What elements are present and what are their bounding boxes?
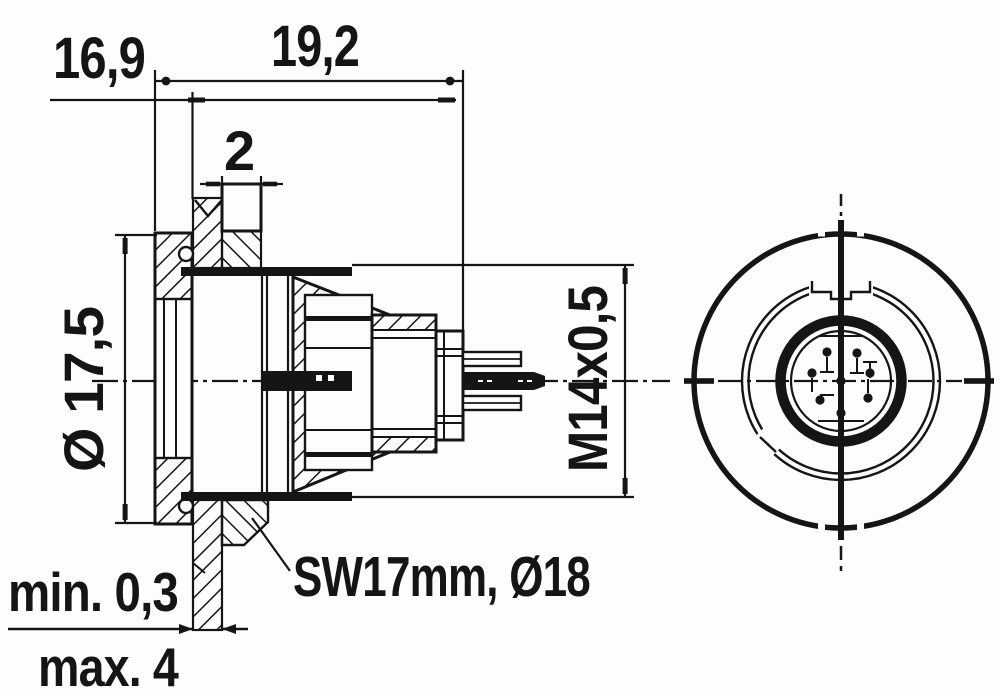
section-view	[8, 70, 670, 634]
dimension-thread	[352, 263, 634, 499]
label-front-length: 16,9	[53, 26, 145, 91]
flange-section	[153, 231, 195, 526]
dimension-labels: 16,9 19,2 2 Ø 17,5 M14x0,5 SW17mm, Ø18 m…	[8, 14, 619, 696]
front-step-section	[434, 329, 465, 442]
mounting-panel-section	[191, 196, 224, 632]
label-nut-note: SW17mm, Ø18	[293, 545, 590, 609]
front-barrel-section	[370, 313, 438, 454]
nut-leader-line	[251, 517, 291, 572]
dimension-gasket-width	[200, 176, 283, 193]
dimension-panel-thickness	[8, 624, 248, 634]
label-gasket-width: 2	[224, 119, 254, 182]
label-flange-diameter: Ø 17,5	[52, 307, 115, 472]
label-total-length: 19,2	[271, 14, 359, 79]
label-panel-max: max. 4	[38, 636, 179, 696]
o-ring-bottom	[177, 497, 195, 515]
dimension-front-length	[50, 92, 456, 199]
o-ring-top	[177, 245, 195, 263]
front-view	[684, 194, 994, 571]
dimension-total-length	[153, 70, 465, 330]
label-panel-min: min. 0,3	[8, 561, 178, 623]
contact-pins-section	[461, 350, 545, 412]
front-view-centerlines	[684, 194, 994, 571]
label-thread: M14x0,5	[556, 286, 619, 472]
contact-block	[263, 371, 352, 391]
lower-notch	[759, 436, 777, 453]
dimension-flange-diameter	[115, 233, 157, 525]
